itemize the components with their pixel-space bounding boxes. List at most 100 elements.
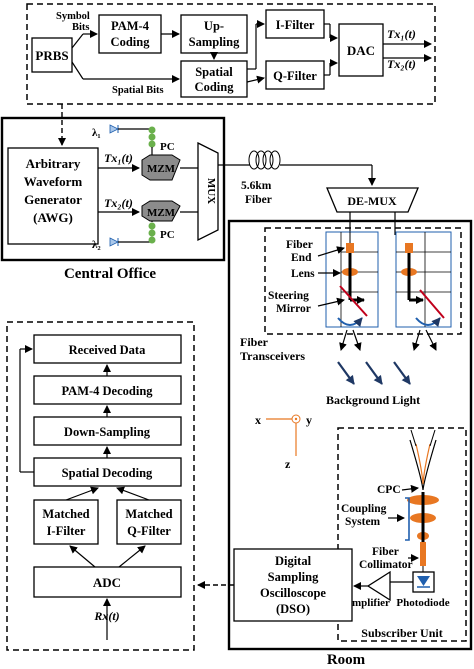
svg-text:MUX: MUX — [205, 178, 217, 204]
mzm-2: MZM — [141, 200, 181, 222]
fiber-end-icon — [346, 243, 354, 253]
svg-text:Matched: Matched — [125, 507, 172, 521]
coupling-system-label-2: System — [345, 516, 381, 528]
mux-block: MUX — [197, 141, 219, 242]
svg-text:Sampling: Sampling — [268, 570, 319, 584]
fiber-end-label-1: Fiber — [286, 239, 313, 251]
svg-text:Digital: Digital — [275, 554, 312, 568]
photodiode-label: Photodiode — [396, 597, 449, 609]
svg-text:Arbitrary: Arbitrary — [26, 156, 81, 171]
spatial-bits-label: Spatial Bits — [112, 85, 164, 96]
laser-2: λ₂ — [92, 237, 150, 251]
down-sampling-block: Down-Sampling — [33, 416, 182, 446]
spatial-decoding-block: Spatial Decoding — [33, 457, 182, 487]
svg-text:PAM-4 Decoding: PAM-4 Decoding — [61, 384, 153, 398]
transmitter-dsp-frame — [26, 3, 436, 105]
pc-2-label: PC — [160, 229, 175, 241]
room-title: Room — [327, 652, 366, 668]
subscriber-unit-title: Subscriber Unit — [361, 626, 442, 640]
svg-text:Spatial Decoding: Spatial Decoding — [62, 466, 153, 480]
svg-text:Coding: Coding — [111, 35, 151, 49]
svg-text:λ₂: λ₂ — [92, 239, 101, 251]
svg-text:Coding: Coding — [195, 80, 235, 94]
steering-mirror-icon — [339, 285, 368, 317]
demux-block: DE-MUX — [326, 187, 419, 213]
spatial-coding-block: Spatial Coding — [180, 60, 248, 98]
rotation-arrow-icon — [337, 317, 363, 328]
coordinate-axes: x y z — [255, 413, 312, 471]
tx1-output-label: Tx₁(t) — [387, 27, 416, 41]
symbol-bits-label-2: Bits — [72, 22, 90, 33]
subscriber-unit-frame — [337, 427, 467, 642]
fiber-label: Fiber — [245, 194, 272, 206]
up-sampling-block: Up- Sampling — [180, 14, 248, 54]
rotation-arrow-icon — [415, 317, 441, 328]
i-filter-block: I-Filter — [265, 9, 325, 39]
svg-text:MZM: MZM — [147, 207, 176, 219]
lens-label: Lens — [291, 268, 315, 280]
central-office-frame — [0, 116, 226, 262]
tx-dsp-arrows — [71, 20, 432, 84]
receiver-dsp-frame — [6, 321, 195, 651]
svg-text:MZM: MZM — [147, 163, 176, 175]
svg-text:λ₁: λ₁ — [92, 127, 101, 139]
svg-text:Waveform: Waveform — [24, 174, 83, 189]
svg-text:ADC: ADC — [93, 575, 121, 590]
matched-q-filter-block: Matched Q-Filter — [116, 499, 182, 545]
adc-block: ADC — [33, 566, 182, 598]
transceiver-1 — [325, 231, 379, 328]
svg-text:I-Filter: I-Filter — [276, 18, 315, 32]
fiber-collimator-icon — [420, 542, 426, 572]
coupling-system-label-1: Coupling — [341, 503, 387, 515]
background-light-label: Background Light — [326, 393, 420, 407]
svg-text:Matched: Matched — [42, 507, 89, 521]
fiber-transceivers-label-1: Fiber — [240, 335, 269, 349]
dso-block: Digital Sampling Oscilloscope (DSO) — [233, 548, 353, 622]
steering-mirror-label-1: Steering — [268, 290, 309, 302]
fiber-length-label: 5.6km — [241, 180, 272, 192]
svg-text:DAC: DAC — [347, 43, 375, 58]
fiber-end-label-2: End — [291, 252, 312, 264]
received-data-block: Received Data — [33, 334, 182, 364]
axis-x-label: x — [255, 413, 261, 427]
mzm-1: MZM — [141, 154, 181, 181]
svg-text:Q-Filter: Q-Filter — [127, 524, 171, 538]
svg-text:Oscilloscope: Oscilloscope — [260, 586, 326, 600]
svg-text:(DSO): (DSO) — [276, 602, 310, 616]
svg-text:Q-Filter: Q-Filter — [273, 69, 317, 83]
fiber-end-icon — [405, 243, 413, 253]
photodiode-block — [412, 571, 435, 593]
laser-diode-icon — [109, 237, 119, 247]
laser-diode-icon — [109, 124, 119, 134]
tx1-awg-label: Tx₁(t) — [104, 151, 133, 165]
rx-dsp-arrows — [19, 345, 150, 640]
q-filter-block: Q-Filter — [265, 60, 325, 90]
transceiver-2 — [395, 231, 452, 328]
fiber-spool-icon — [218, 150, 376, 186]
polarization-controller-1: PC — [148, 126, 175, 153]
svg-text:Sampling: Sampling — [189, 35, 240, 49]
symbol-bits-label-1: Symbol — [56, 11, 90, 22]
svg-text:DE-MUX: DE-MUX — [347, 194, 397, 208]
output-beams — [339, 329, 437, 351]
svg-text:(AWG): (AWG) — [33, 210, 73, 225]
fiber-collimator-label-1: Fiber — [372, 546, 399, 558]
svg-text:Received Data: Received Data — [69, 343, 146, 357]
tx2-awg-label: Tx₂(t) — [104, 196, 133, 210]
svg-text:Spatial: Spatial — [195, 65, 233, 79]
axis-y-label: y — [306, 413, 312, 427]
pam4-coding-block: PAM-4 Coding — [98, 14, 162, 54]
pc-1-label: PC — [160, 141, 175, 153]
svg-text:PAM-4: PAM-4 — [111, 19, 150, 33]
pam4-decoding-block: PAM-4 Decoding — [33, 375, 182, 405]
svg-text:Up-: Up- — [204, 19, 224, 33]
coupling-system-icon — [405, 492, 439, 548]
fiber-transceivers-frame — [264, 227, 462, 335]
cpc-icon — [409, 429, 437, 491]
cpc-label: CPC — [377, 484, 401, 496]
dac-block: DAC — [338, 23, 384, 77]
fiber-transceivers-label-2: Transceivers — [240, 349, 305, 363]
svg-text:I-Filter: I-Filter — [47, 524, 86, 538]
fiber-collimator-label-2: Collimator — [359, 559, 413, 571]
prbs-label: PRBS — [35, 48, 68, 63]
